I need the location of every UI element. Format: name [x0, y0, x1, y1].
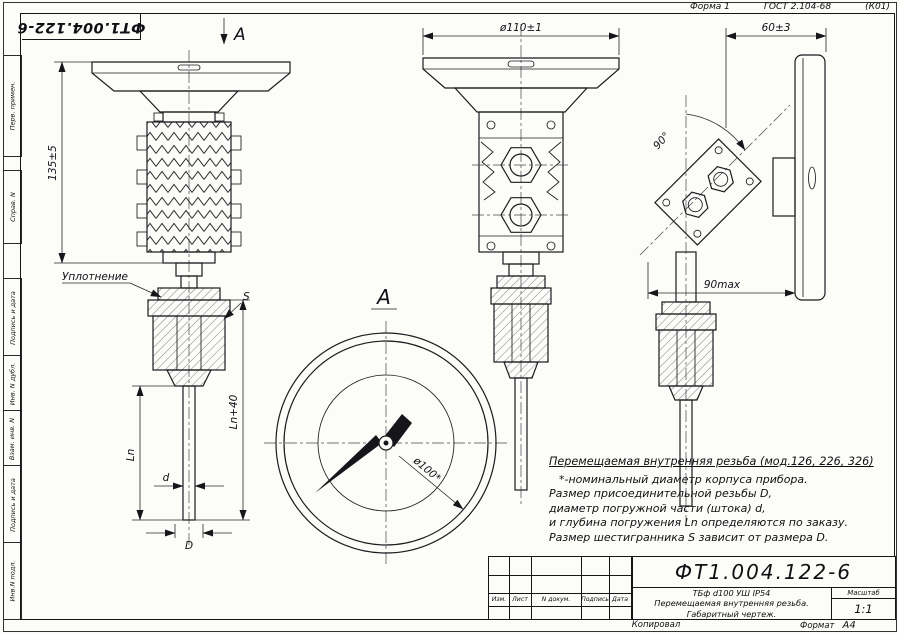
col-list: Лист: [512, 596, 528, 603]
dial-housing-side: [794, 54, 826, 301]
dim-height-135: 135±5: [47, 61, 163, 264]
col-podpis: Подпись: [581, 596, 609, 603]
notes-block: Перемещаемая внутренняя резьба (мод.126,…: [549, 455, 893, 545]
left-view-dimensions: 135±5 Уплотнение S Ln+40 Ln: [47, 61, 250, 552]
stem: [514, 377, 528, 491]
svg-text:А: А: [375, 285, 391, 309]
format-label: Формат А4: [800, 620, 856, 631]
right-view: [639, 54, 826, 525]
dim-90max: 90max: [647, 262, 796, 299]
margin-cell-sprav-n: Справ. N: [3, 170, 22, 244]
kopiroval-label: Копировал: [631, 620, 681, 630]
dial-rim-outer: [275, 332, 497, 554]
dial-window: [317, 374, 455, 512]
notes-title: Перемещаемая внутренняя резьба (мод.126,…: [549, 455, 874, 468]
svg-text:ø110±1: ø110±1: [499, 22, 542, 34]
housing-funnel: [138, 90, 240, 113]
note-line: диаметр погружной части (штока) d,: [549, 501, 766, 515]
stem: [679, 399, 693, 507]
svg-text:90°: 90°: [651, 130, 672, 152]
pointer-needle: [315, 435, 382, 493]
dim-thread-D: D: [146, 524, 232, 552]
svg-text:Ln: Ln: [125, 449, 137, 462]
scale-value: 1:1: [854, 602, 873, 616]
svg-text:90max: 90max: [704, 279, 741, 291]
tilted-head: [654, 138, 762, 246]
hex-fitting: [493, 303, 549, 363]
finned-body: [146, 121, 232, 253]
hex-size-callout: S: [223, 291, 250, 320]
dim-dia-110: ø110±1: [422, 22, 620, 55]
housing-slot: [177, 64, 201, 71]
dim-dia-100: ø100*: [398, 454, 464, 510]
dim-angle-90: 90°: [651, 113, 746, 152]
middle-view-dimensions: ø110±1: [422, 22, 620, 55]
section-arrow: А: [220, 18, 246, 45]
gost-label: ГОСТ 2.104-68: [763, 2, 832, 12]
dim-d: d: [154, 472, 224, 490]
note-line: Размер шестигранника S зависит от размер…: [549, 530, 829, 544]
note-line: Размер присоединительной резьбы D,: [549, 487, 773, 501]
form-header: Форма 1 ГОСТ 2.104-68 (К01): [690, 2, 890, 12]
svg-text:d: d: [163, 472, 170, 484]
svg-text:135±5: 135±5: [47, 145, 59, 181]
doc-description-line: ТБф d100 УШ IP54: [692, 587, 771, 598]
middle-view: [422, 24, 620, 505]
svg-text:S: S: [243, 291, 250, 303]
dial-housing-edge: [91, 61, 291, 92]
left-view: А: [91, 18, 291, 548]
seal-callout: Уплотнение: [62, 271, 162, 298]
svg-text:Ln+40: Ln+40: [228, 394, 240, 429]
col-izm: Изм.: [491, 596, 507, 603]
form-code: (К01): [865, 2, 890, 12]
seal-gland: [157, 287, 221, 301]
hex-fitting: [152, 315, 226, 371]
svg-text:60±3: 60±3: [762, 22, 791, 34]
margin-cell-perv-primen: Перв. примен.: [3, 55, 22, 157]
section-label: А: [233, 25, 246, 45]
dim-ln: Ln: [125, 385, 183, 521]
scale-label: Масштаб: [847, 589, 880, 597]
doc-description-line: Габаритный чертеж.: [686, 608, 777, 619]
title-block: Изм. Лист N докум. Подпись Дата ФТ1.004.…: [488, 556, 896, 620]
doc-number: ФТ1.004.122-6: [674, 560, 853, 584]
col-data: Дата: [611, 596, 629, 603]
hex-fitting: [658, 329, 714, 387]
svg-text:Уплотнение: Уплотнение: [62, 271, 128, 283]
doc-description: ТБф d100 УШ IP54 Перемещаемая внутренняя…: [632, 588, 831, 619]
dial-view: А ø100*: [264, 285, 508, 565]
form-label: Форма 1: [690, 2, 730, 12]
view-a-title: А: [371, 285, 397, 310]
note-line: *-номинальный диаметр корпуса прибора.: [559, 472, 808, 486]
doc-description-line: Перемещаемая внутренняя резьба.: [654, 598, 809, 609]
right-view-dimensions: 60±3 90° 90max: [647, 22, 827, 299]
note-line: и глубина погружения Ln определяются по …: [549, 516, 849, 530]
dim-depth-60: 60±3: [725, 22, 827, 128]
doc-number-flipped: ФТ1.004.122-6: [17, 14, 145, 40]
svg-text:D: D: [185, 540, 193, 552]
margin-cell-inv-podl: Инв.N подл.: [3, 542, 22, 620]
dim-ln40: Ln+40: [195, 299, 250, 521]
stem: [182, 385, 196, 521]
format-value: А4: [842, 620, 856, 631]
col-ndokum: N докум.: [541, 596, 571, 603]
